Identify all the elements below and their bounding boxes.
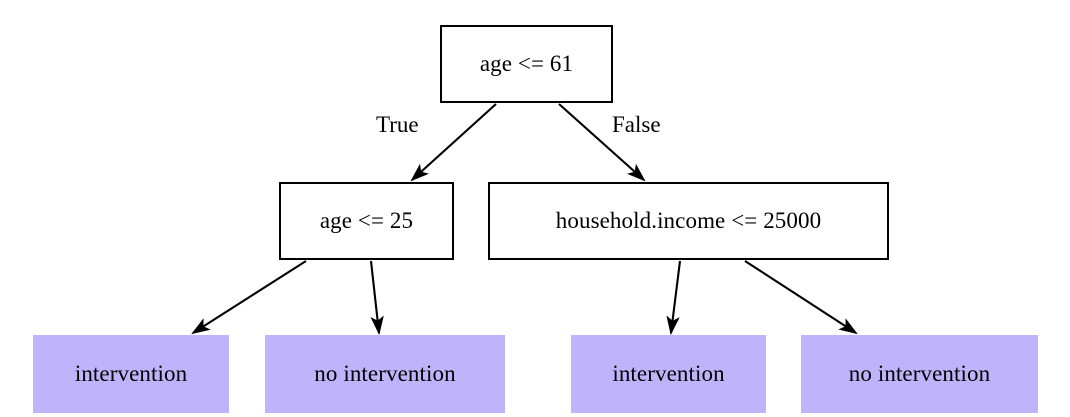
- node-age-25-label: age <= 25: [319, 207, 414, 233]
- edge-label-false: False: [612, 112, 661, 137]
- node-root-label: age <= 61: [479, 50, 574, 76]
- leaf-node-intervention-2[interactable]: intervention: [571, 335, 766, 413]
- leaf-node-no-intervention-2-label: no intervention: [848, 360, 991, 386]
- node-household-income-label: household.income <= 25000: [555, 207, 822, 233]
- leaf-node-intervention-1-label: intervention: [74, 360, 188, 386]
- node-root[interactable]: age <= 61: [440, 25, 613, 103]
- leaf-node-no-intervention-2[interactable]: no intervention: [801, 335, 1038, 413]
- edge-left-to-leaf2: [369, 260, 384, 336]
- edge-right-to-leaf3: [666, 260, 682, 336]
- leaf-node-intervention-2-label: intervention: [612, 360, 725, 386]
- leaf-node-intervention-1[interactable]: intervention: [33, 335, 229, 413]
- edge-label-true: True: [376, 112, 419, 137]
- node-age-25[interactable]: age <= 25: [279, 182, 454, 260]
- leaf-node-no-intervention-1[interactable]: no intervention: [265, 335, 505, 413]
- edge-right-to-leaf4: [744, 260, 858, 335]
- leaf-node-no-intervention-1-label: no intervention: [314, 360, 456, 386]
- edge-root-to-left: [410, 103, 497, 182]
- node-household-income[interactable]: household.income <= 25000: [488, 182, 889, 260]
- edge-left-to-leaf1: [191, 260, 307, 335]
